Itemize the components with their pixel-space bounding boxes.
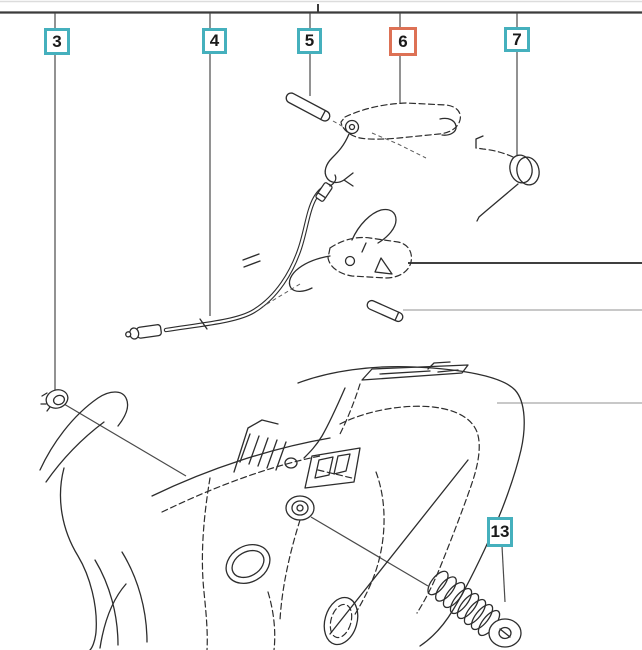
callout-4[interactable]: 4	[202, 28, 227, 54]
callout-4-label: 4	[209, 31, 220, 50]
part-throttle-cable[interactable]	[125, 174, 337, 340]
leader-trunk	[0, 4, 642, 14]
part-spring-screw[interactable]	[424, 568, 522, 648]
part-torsion-spring[interactable]	[475, 135, 542, 222]
part-screw[interactable]	[40, 387, 70, 412]
leader-lines	[54, 13, 642, 603]
part-throttle-trigger[interactable]	[324, 102, 461, 187]
part-lockout-lever[interactable]	[261, 208, 413, 308]
part-pin-2[interactable]	[366, 299, 404, 323]
callout-7-label: 7	[512, 29, 522, 49]
callout-6[interactable]: 6	[389, 27, 417, 56]
callout-6-label: 6	[398, 31, 408, 51]
callout-13-label: 13	[490, 522, 510, 541]
callout-3[interactable]: 3	[44, 28, 70, 55]
callout-5-label: 5	[304, 31, 315, 50]
callout-7[interactable]: 7	[504, 27, 530, 52]
callout-5[interactable]: 5	[297, 28, 322, 54]
part-pin[interactable]	[284, 91, 352, 132]
part-handle-housing[interactable]	[39, 361, 525, 650]
callout-3-label: 3	[52, 31, 62, 51]
callout-13[interactable]: 13	[487, 517, 513, 547]
